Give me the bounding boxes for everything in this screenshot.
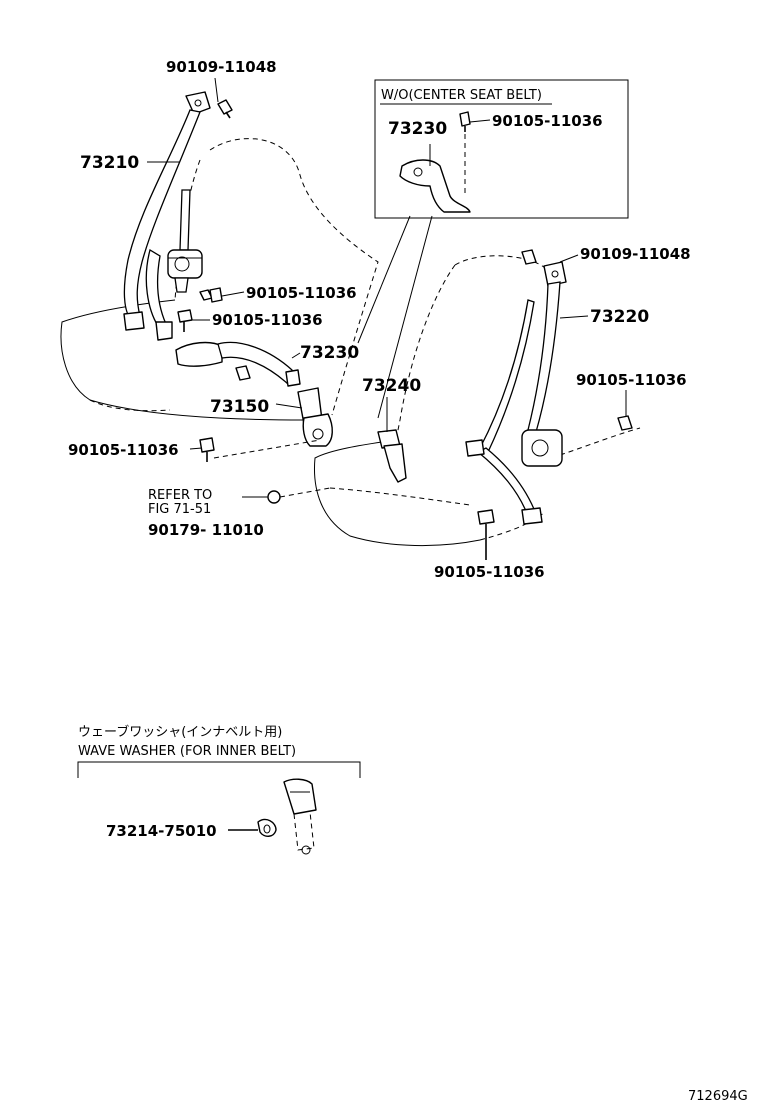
label-center-buckle: 73240 <box>362 376 421 396</box>
leader-lines <box>147 77 627 831</box>
left-buckle-73150 <box>297 387 333 447</box>
inset-washer-box <box>77 761 361 855</box>
right-seat-outline <box>313 255 641 547</box>
label-belt-right: 73220 <box>590 307 649 327</box>
refer-nut <box>267 487 331 504</box>
figure-id: 712694G <box>688 1089 748 1104</box>
inset-washer-part-label: 73214-75010 <box>106 822 217 840</box>
left-bolt-lower <box>177 309 193 332</box>
label-bolt-upper-right: 90109-11048 <box>580 245 691 263</box>
inset-center-bolt-label: 90105-11036 <box>492 112 603 130</box>
right-upper-anchor <box>521 249 567 287</box>
left-buckle-73230 <box>175 341 301 387</box>
inset-center-part-label: 73230 <box>388 119 447 139</box>
center-buckle-73240 <box>377 429 407 483</box>
left-seat-outline <box>60 138 379 421</box>
label-refer-to: REFER TO <box>148 488 212 503</box>
left-floor-bolt <box>199 437 321 462</box>
label-belt-left: 73210 <box>80 153 139 173</box>
label-bolt-retractor-left: 90105-11036 <box>246 284 357 302</box>
label-bolt-side-right: 90105-11036 <box>576 371 687 389</box>
label-bolt-upper-left: 90109-11048 <box>166 58 277 76</box>
inset-washer-title-en: WAVE WASHER (FOR INNER BELT) <box>78 744 296 759</box>
left-bolt-retractor <box>199 287 223 303</box>
right-side-bolt <box>617 415 633 431</box>
label-bolt-lower-left: 90105-11036 <box>212 311 323 329</box>
label-refer-fig: FIG 71-51 <box>148 502 211 517</box>
label-bolt-floor-left: 90105-11036 <box>68 441 179 459</box>
right-seat-belt-73220 <box>465 281 563 525</box>
label-nut: 90179- 11010 <box>148 521 264 539</box>
label-buckle-left: 73230 <box>300 343 359 363</box>
inset-center-title: W/O(CENTER SEAT BELT) <box>381 88 542 103</box>
label-bolt-floor-right: 90105-11036 <box>434 563 545 581</box>
inset-washer-title-jp: ウェーブワッシャ(インナベルト用) <box>78 724 282 740</box>
left-upper-anchor <box>185 91 233 119</box>
inset-center-box <box>357 79 629 419</box>
label-buckle-73150: 73150 <box>210 397 269 417</box>
right-floor-bolt <box>477 509 495 560</box>
left-seat-belt-73210 <box>123 109 203 341</box>
